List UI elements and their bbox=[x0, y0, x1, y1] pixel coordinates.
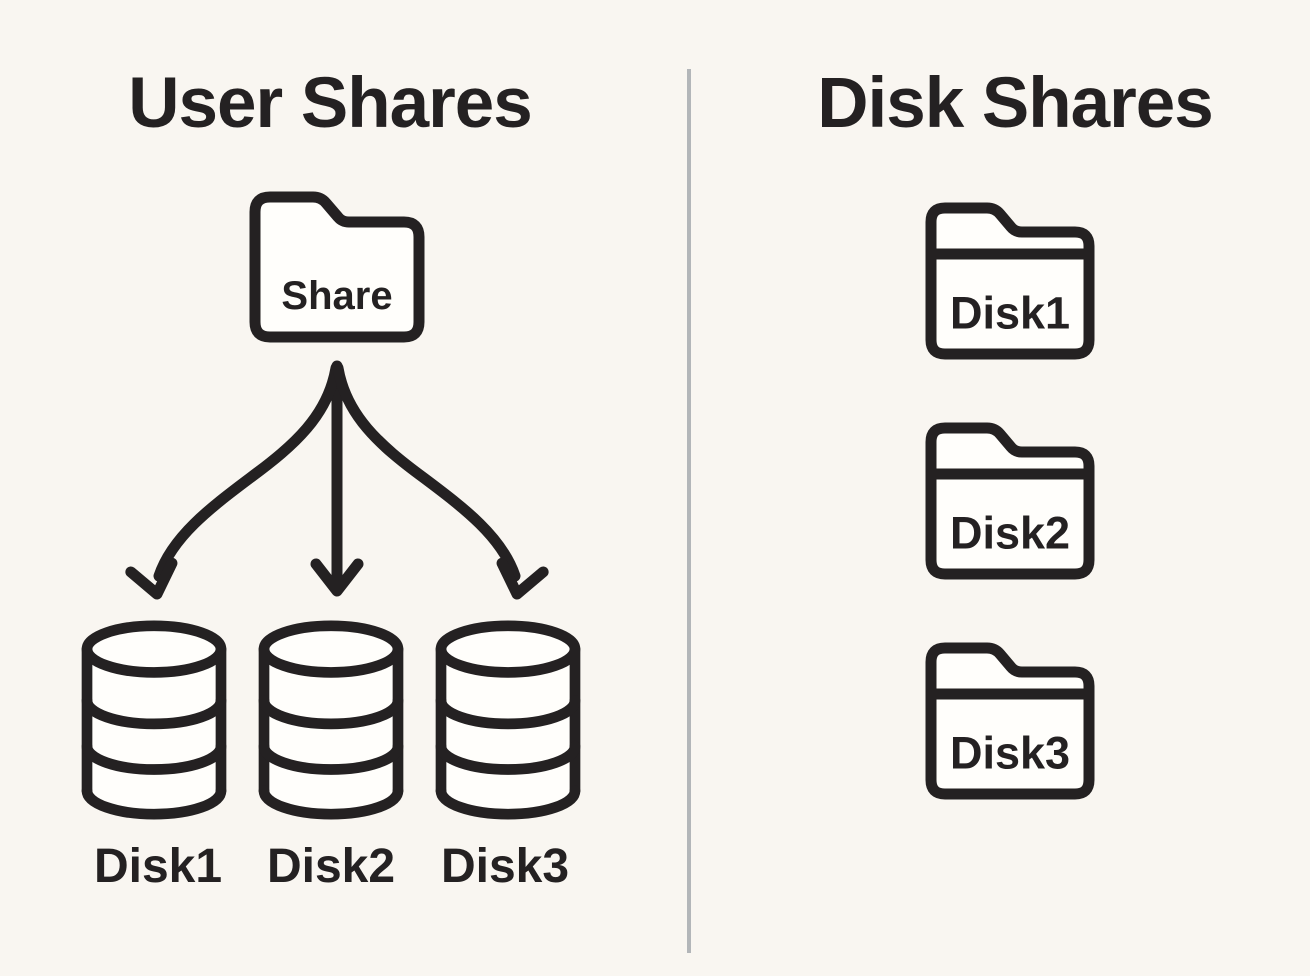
disk1-cylinder bbox=[81, 620, 227, 820]
disk-shares-title: Disk Shares bbox=[817, 64, 1214, 143]
disk2-caption: Disk2 bbox=[266, 840, 396, 893]
panel-divider bbox=[687, 69, 691, 953]
disk3-folder: Disk3 bbox=[925, 642, 1095, 800]
disk1-caption: Disk1 bbox=[93, 840, 223, 893]
user-shares-title: User Shares bbox=[128, 64, 532, 143]
disk1-folder: Disk1 bbox=[925, 202, 1095, 360]
share-folder: Share bbox=[249, 191, 425, 343]
folder-icon bbox=[925, 422, 1095, 580]
disk1-folder-label: Disk1 bbox=[949, 287, 1071, 339]
disk3-caption: Disk3 bbox=[440, 840, 570, 893]
database-cylinder-icon bbox=[81, 620, 227, 820]
database-cylinder-icon bbox=[435, 620, 581, 820]
disk3-folder-label: Disk3 bbox=[949, 727, 1071, 779]
folder-icon bbox=[925, 202, 1095, 360]
folder-icon bbox=[925, 642, 1095, 800]
share-folder-label: Share bbox=[281, 273, 393, 318]
database-cylinder-icon bbox=[258, 620, 404, 820]
disk2-folder-label: Disk2 bbox=[949, 507, 1071, 559]
disk2-folder: Disk2 bbox=[925, 422, 1095, 580]
disk2-cylinder bbox=[258, 620, 404, 820]
folder-icon bbox=[249, 191, 425, 343]
fan-out-arrows-icon bbox=[125, 360, 549, 600]
disk3-cylinder bbox=[435, 620, 581, 820]
